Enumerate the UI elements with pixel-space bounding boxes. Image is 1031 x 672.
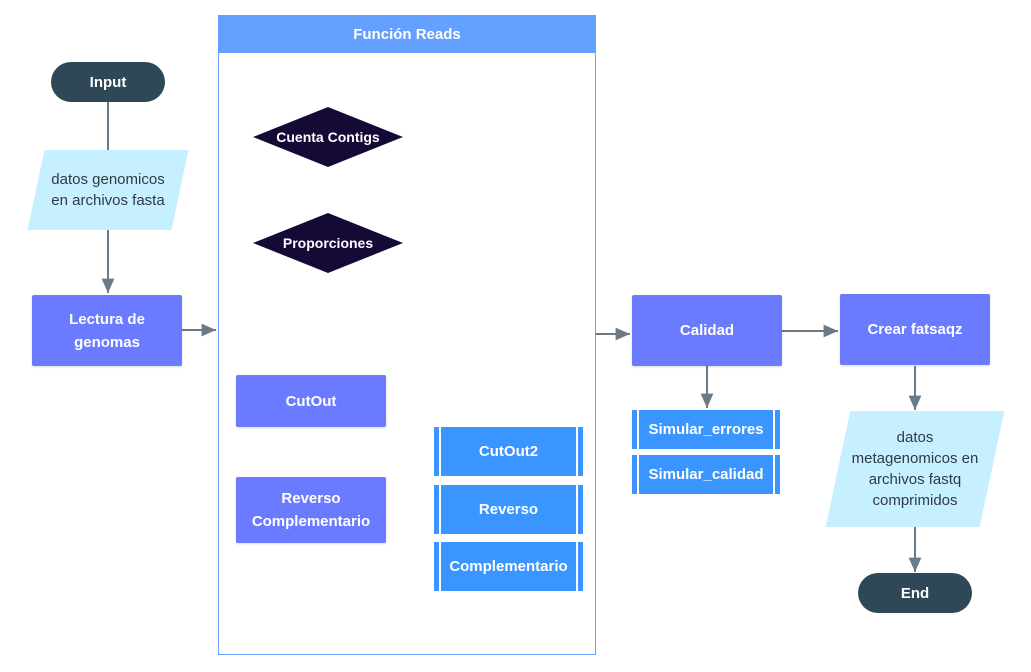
- cutout-node[interactable]: CutOut: [236, 375, 386, 427]
- cutout2-node[interactable]: CutOut2: [434, 427, 583, 476]
- simular-errores-node[interactable]: Simular_errores: [632, 410, 780, 449]
- datos-metagenomicos-node[interactable]: datos metagenomicos en archivos fastq co…: [825, 411, 1005, 527]
- simular-calidad-node[interactable]: Simular_calidad: [632, 455, 780, 494]
- container-title: Función Reads: [218, 15, 596, 53]
- end-node[interactable]: End: [858, 573, 972, 613]
- lectura-genomas-label: Lectura de genomas: [69, 310, 145, 351]
- input-node[interactable]: Input: [51, 62, 165, 102]
- reverso-complementario-label: Reverso Complementario: [251, 490, 371, 530]
- complementario-node[interactable]: Complementario: [434, 542, 583, 591]
- reverso-complementario-node[interactable]: Reverso Complementario: [236, 477, 386, 543]
- datos-genomicos-label: datos genomicos en archivos fasta: [51, 171, 165, 209]
- calidad-node[interactable]: Calidad: [632, 295, 782, 366]
- proporciones-diamond[interactable]: [253, 213, 403, 273]
- reverso-node[interactable]: Reverso: [434, 485, 583, 534]
- proporciones-label: Proporciones: [282, 235, 374, 251]
- cuenta-contigs-diamond[interactable]: [253, 107, 403, 167]
- datos-genomicos-node[interactable]: datos genomicos en archivos fasta: [27, 150, 189, 230]
- crear-fatsaqz-node[interactable]: Crear fatsaqz: [840, 294, 990, 365]
- datos-metagenomicos-label: datos metagenomicos en archivos fastq co…: [851, 429, 979, 509]
- lectura-genomas-node[interactable]: Lectura de genomas: [32, 295, 182, 366]
- cuenta-contigs-label: Cuenta Contigs: [276, 129, 380, 145]
